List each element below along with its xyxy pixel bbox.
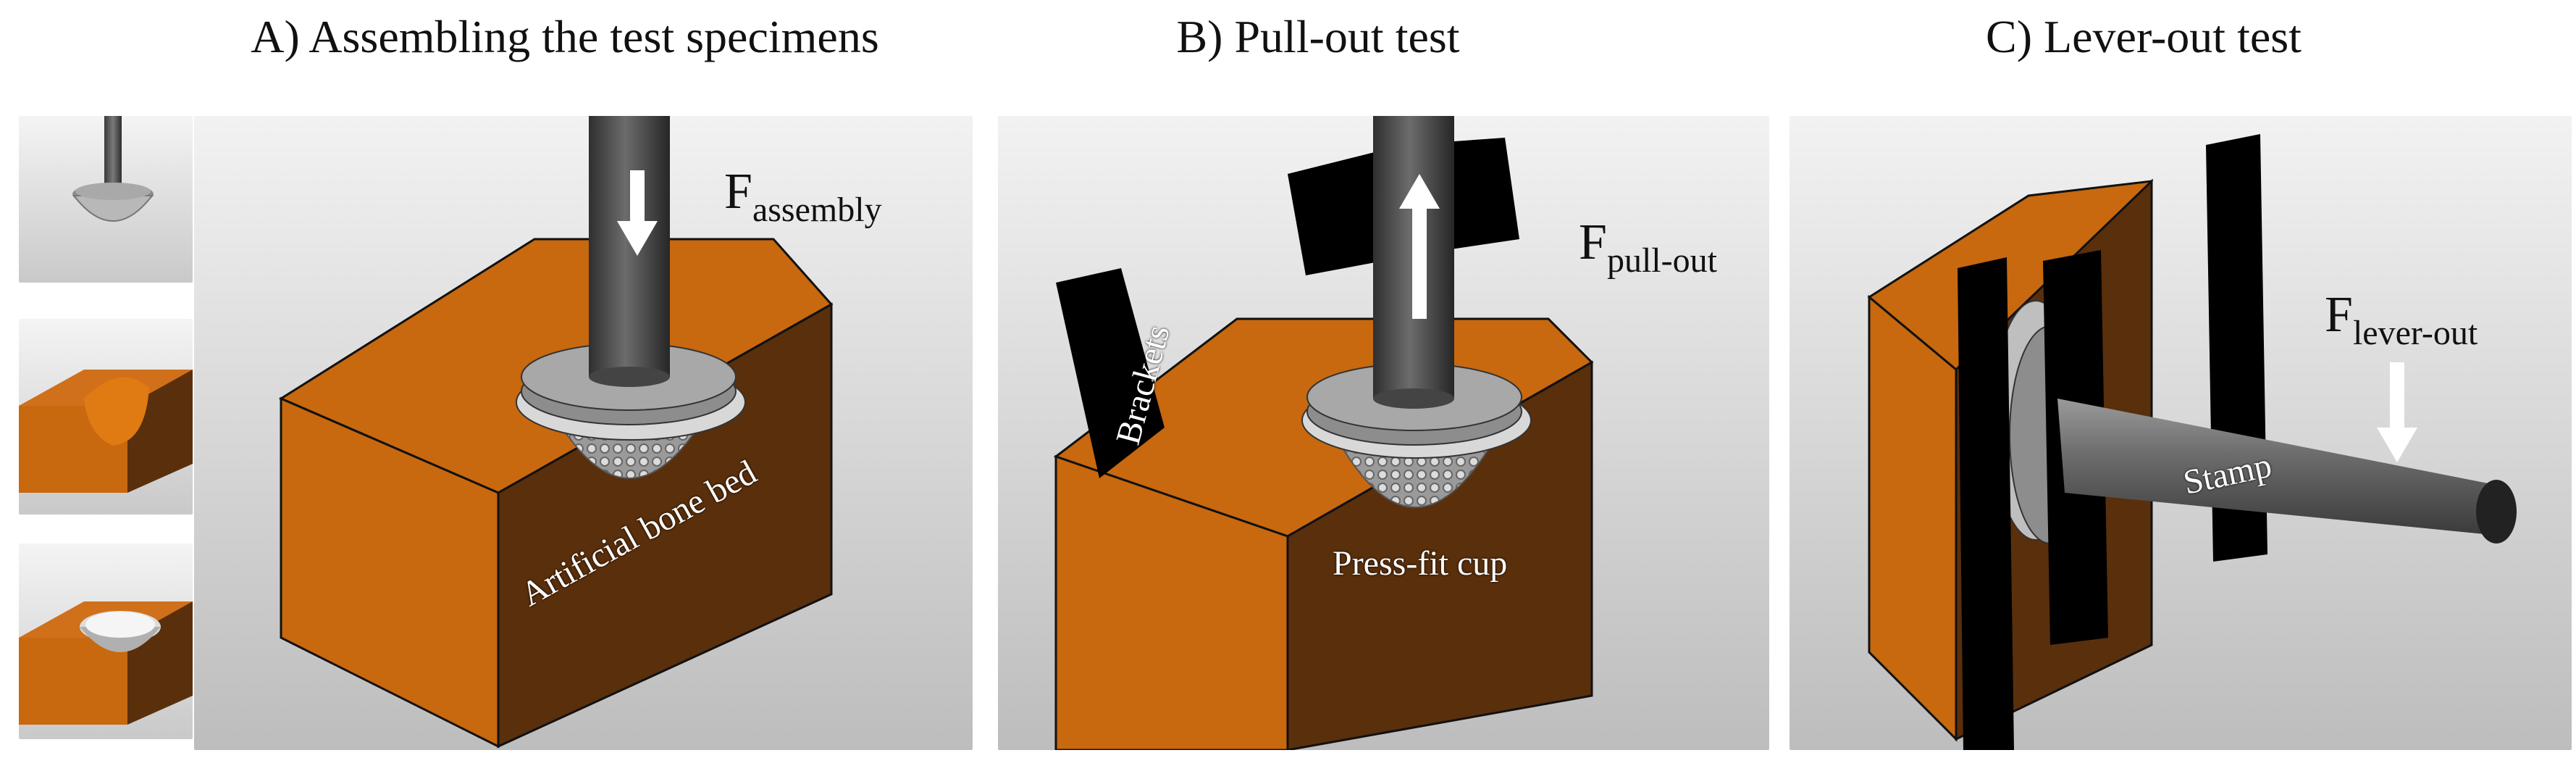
- force-assembly-label: Fassembly: [724, 163, 882, 230]
- assembly-scene: [194, 116, 973, 750]
- up-arrow-icon: [1399, 174, 1440, 319]
- panel-a-title: A) Assembling the test specimens: [251, 11, 879, 62]
- force-pull-out-label: Fpull-out: [1579, 214, 1717, 280]
- down-arrow-icon: [2377, 362, 2417, 462]
- force-symbol: F: [1579, 215, 1607, 270]
- force-subscript: lever-out: [2352, 314, 2478, 352]
- force-subscript: assembly: [752, 191, 882, 229]
- force-lever-out-label: Flever-out: [2325, 286, 2478, 353]
- lever-out-scene: [1790, 116, 2572, 750]
- thumbnail-assembled: [19, 543, 193, 739]
- panel-c-title: C) Lever-out test: [1986, 11, 2302, 62]
- pull-out-scene: [998, 116, 1769, 750]
- panel-b-title: B) Pull-out test: [1176, 11, 1460, 62]
- down-arrow-icon: [617, 170, 658, 256]
- force-symbol: F: [2325, 287, 2353, 343]
- press-fit-cup-label: Press-fit cup: [1333, 544, 1508, 583]
- force-subscript: pull-out: [1606, 241, 1717, 280]
- thumbnail-tool: [19, 116, 193, 283]
- thumbnail-bone-bed: [19, 319, 193, 515]
- force-symbol: F: [724, 164, 752, 220]
